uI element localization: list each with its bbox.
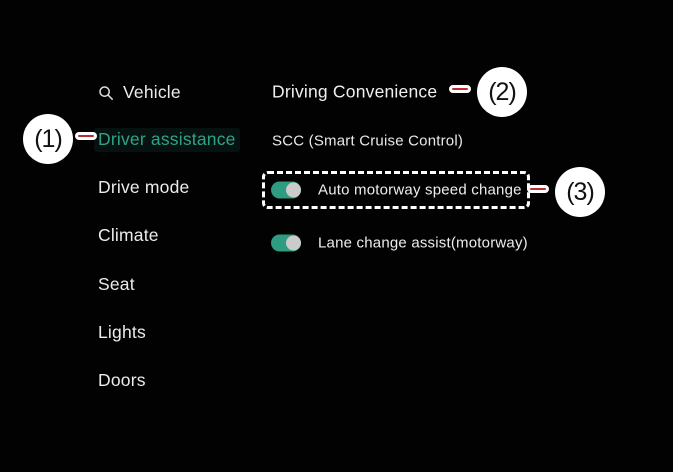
sidebar-item-label: Vehicle (123, 82, 181, 103)
sidebar-item-label: Seat (98, 274, 135, 295)
sidebar-item-label: Driver assistance (94, 128, 240, 152)
sidebar-item-label: Lights (98, 322, 146, 343)
toggle-knob (286, 235, 301, 251)
auto-motorway-speed-change-toggle[interactable] (271, 181, 301, 199)
sidebar-item-seat[interactable]: Seat (98, 273, 135, 297)
sidebar-item-climate[interactable]: Climate (98, 224, 159, 248)
sidebar-item-doors[interactable]: Doors (98, 369, 146, 393)
callout-2-pointer-icon (449, 85, 471, 93)
lane-change-assist-toggle[interactable] (271, 234, 301, 252)
sidebar-item-label: Climate (98, 225, 159, 246)
callout-1-badge: (1) (23, 114, 73, 164)
sidebar-item-drive-mode[interactable]: Drive mode (98, 176, 189, 200)
callout-1-pointer-icon (75, 132, 97, 140)
toggle-label: Lane change assist(motorway) (318, 234, 528, 252)
callout-3-pointer-icon (527, 185, 549, 193)
toggle-row-auto-motorway-speed-change: Auto motorway speed change (271, 181, 522, 199)
sidebar-item-label: Drive mode (98, 177, 190, 198)
sidebar-item-label: Doors (98, 370, 146, 391)
callout-2-badge: (2) (477, 67, 527, 117)
toggle-knob (286, 182, 301, 198)
scc-section-label: SCC (Smart Cruise Control) (272, 132, 464, 150)
page-title: Driving Convenience (272, 81, 438, 102)
sidebar-item-lights[interactable]: Lights (98, 321, 146, 345)
toggle-label: Auto motorway speed change (318, 181, 522, 199)
callout-3-badge: (3) (555, 167, 605, 217)
search-icon (98, 85, 114, 101)
sidebar-item-vehicle[interactable]: Vehicle (98, 81, 181, 105)
sidebar-item-driver-assistance[interactable]: Driver assistance (94, 128, 240, 152)
toggle-row-lane-change-assist: Lane change assist(motorway) (271, 234, 528, 252)
